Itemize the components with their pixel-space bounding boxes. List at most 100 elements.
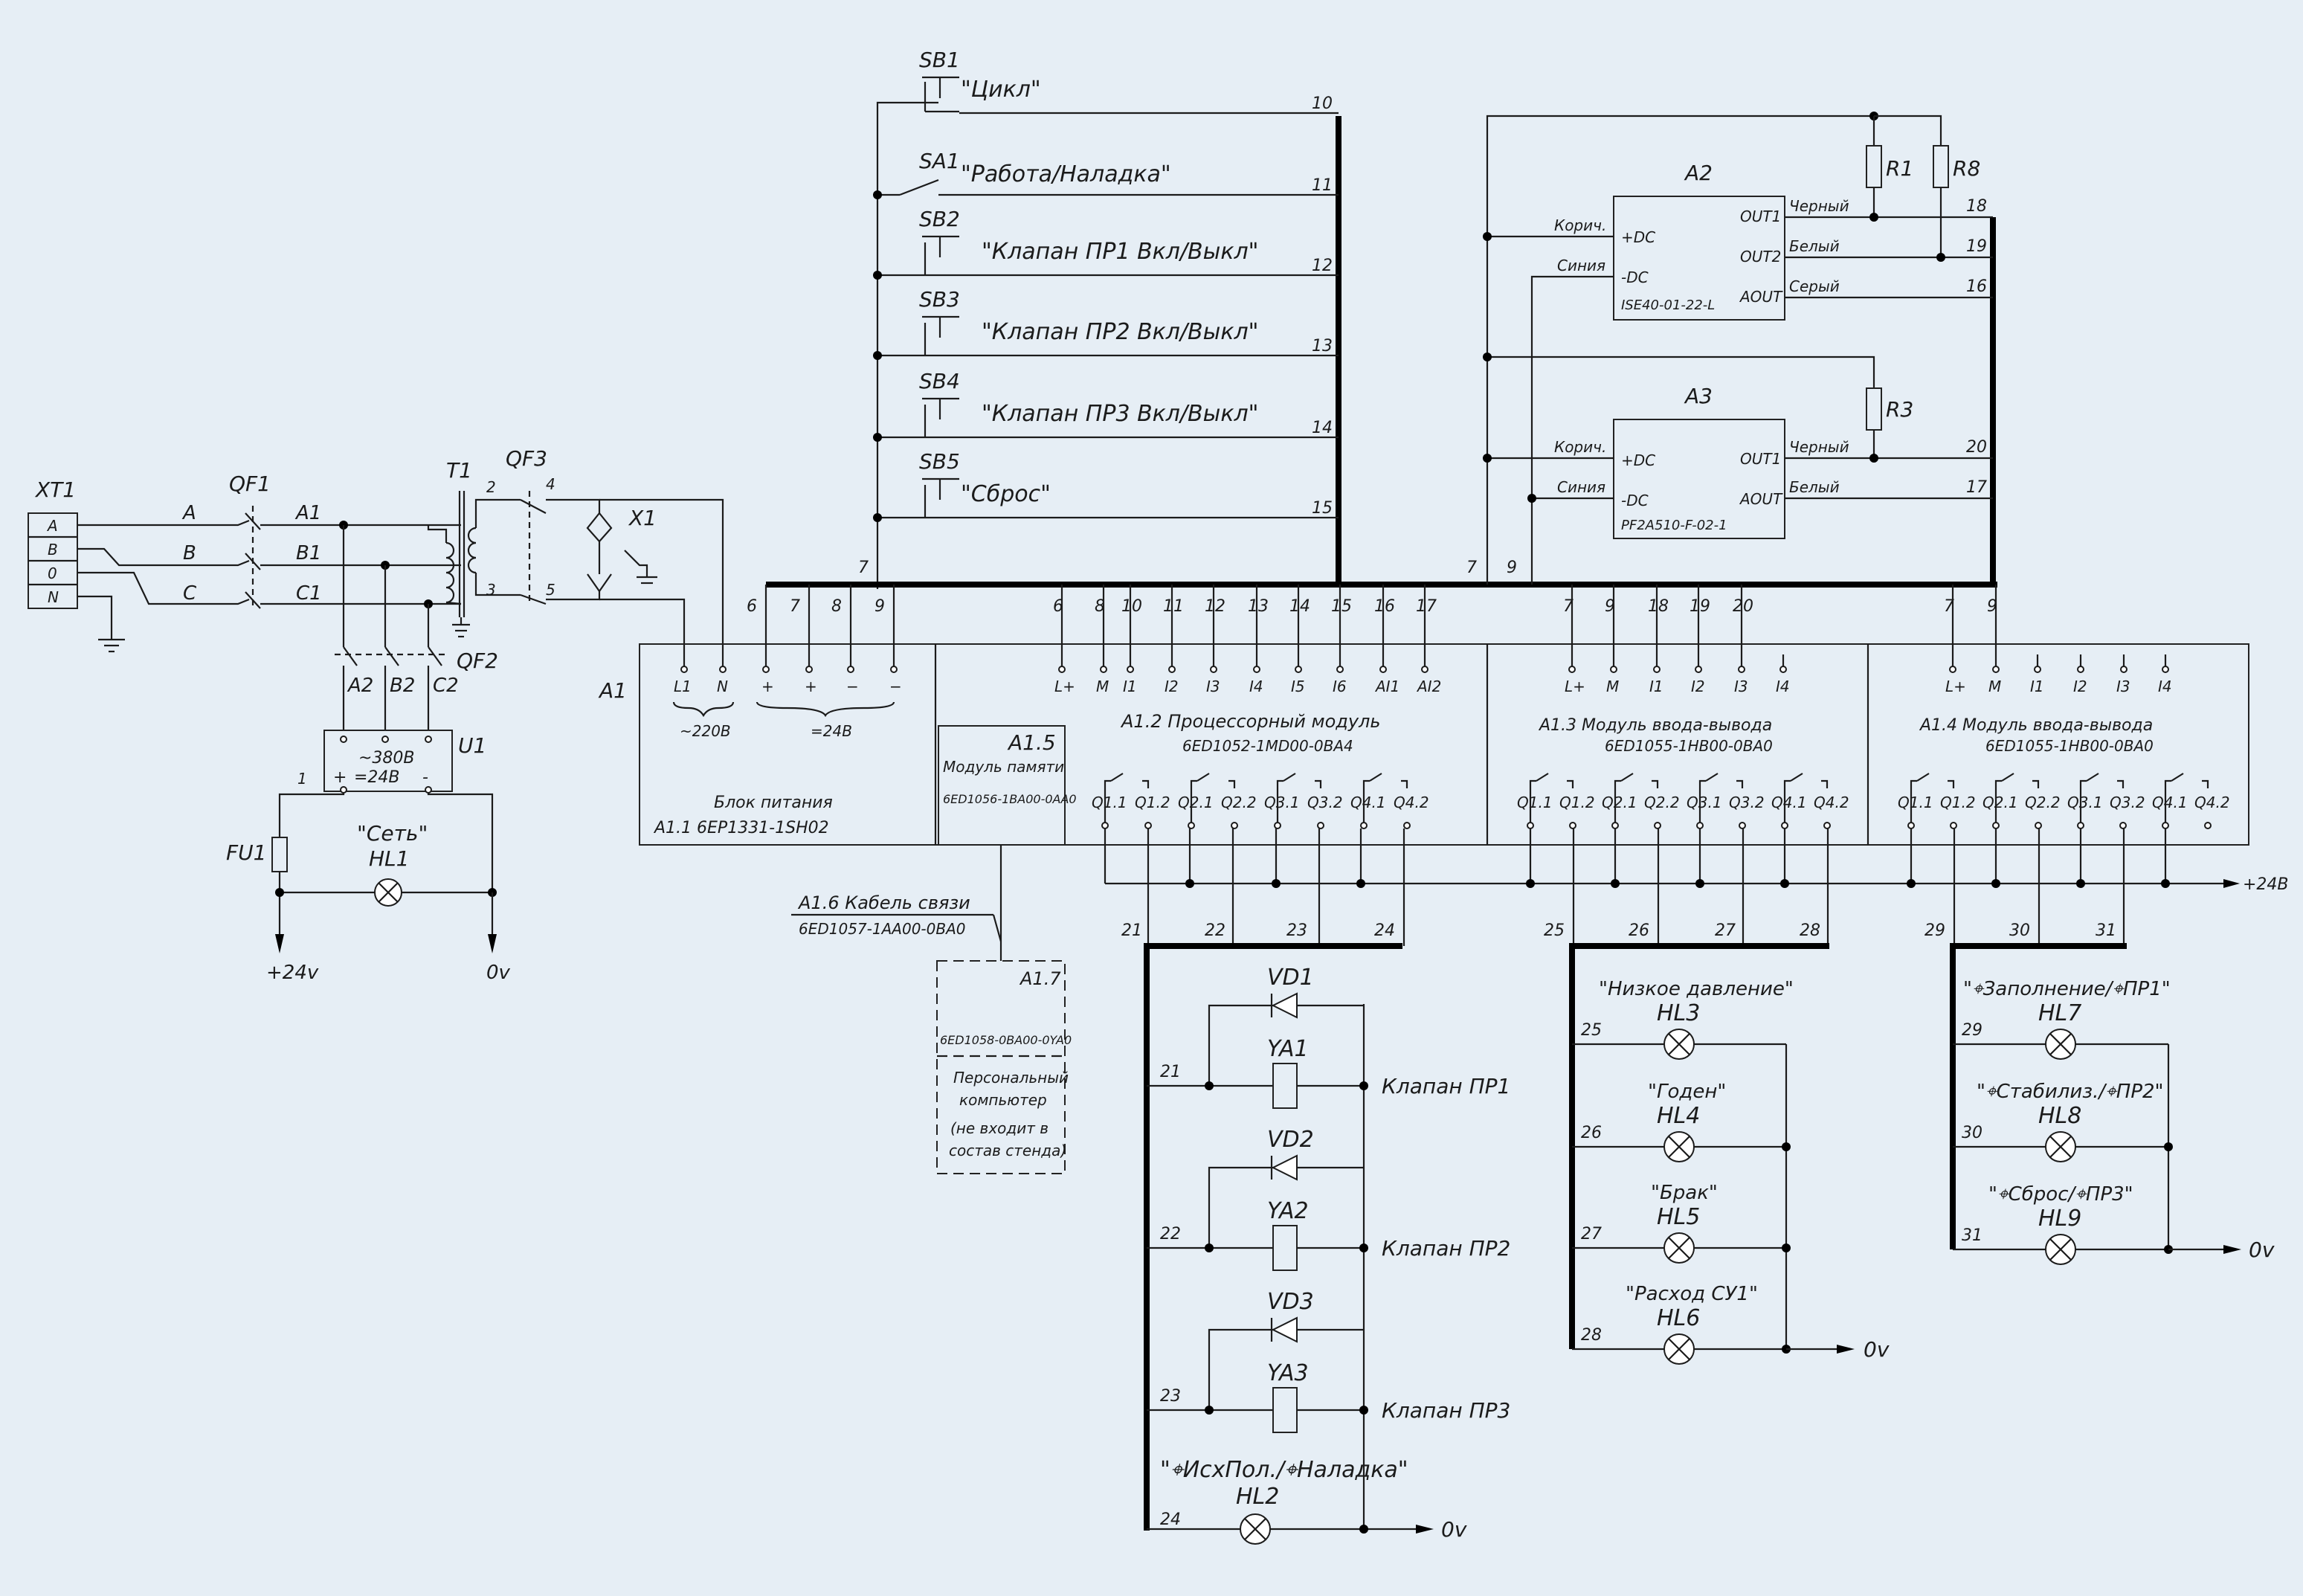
wire-22-top: 22 bbox=[1205, 921, 1225, 940]
wire-12: 12 bbox=[1312, 257, 1333, 275]
valve-name-3: Клапан ПР3 bbox=[1382, 1398, 1510, 1423]
io1-in-pin-4: I3 bbox=[1734, 678, 1748, 695]
io1-in-wire-4: 20 bbox=[1733, 597, 1753, 616]
a3-aout: AOUT bbox=[1739, 490, 1783, 508]
plus-24v-rail: +24В bbox=[1104, 828, 2289, 946]
pc-line1: Персональный bbox=[953, 1069, 1069, 1087]
a1-1-power-module: L1 N ~220В 6 7 8 9 + + − − =24В Блок пит… bbox=[653, 585, 902, 837]
pc-label: A1.7 bbox=[1019, 968, 1061, 989]
r3-resistor bbox=[1866, 387, 1882, 431]
io2-in-pin-3: I2 bbox=[2073, 678, 2087, 695]
sb4-label: SB4 bbox=[919, 369, 960, 393]
io1-out-q-2: Q2.1 bbox=[1602, 794, 1637, 811]
cable-code: 6ED1057-1AA00-0BA0 bbox=[799, 920, 965, 938]
sb3-label: SB3 bbox=[919, 287, 960, 312]
r1-label: R1 bbox=[1886, 156, 1913, 181]
io1-out-q-4: Q3.1 bbox=[1687, 794, 1722, 811]
sb2-label: SB2 bbox=[919, 207, 960, 231]
qf3-pin-2: 2 bbox=[486, 478, 496, 496]
ps-title: Блок питания bbox=[714, 794, 833, 812]
io2-out-q-1: Q1.2 bbox=[1940, 794, 1976, 811]
ps-wire-7: 7 bbox=[790, 597, 800, 616]
plc-frame bbox=[639, 643, 2249, 846]
io1-out-q-5: Q3.2 bbox=[1729, 794, 1765, 811]
a1-label: A1 bbox=[598, 678, 627, 703]
a2-white: Белый bbox=[1789, 237, 1840, 255]
cpu-in-pin-6: I5 bbox=[1291, 678, 1305, 695]
ya1-label: YA1 bbox=[1267, 1036, 1309, 1062]
valve-0v-label: 0v bbox=[1441, 1517, 1467, 1542]
cpu-in-wire-3: 11 bbox=[1163, 597, 1184, 616]
io2-out-q-2: Q2.1 bbox=[1982, 794, 2018, 811]
lamps1-items-hl-0: HL3 bbox=[1657, 1000, 1700, 1026]
cpu-in-pin-9: AI2 bbox=[1416, 678, 1441, 695]
a2-label: A2 bbox=[1684, 161, 1713, 185]
a2-plus-dc: +DC bbox=[1621, 228, 1655, 246]
lamps2-items-caption-2: "⌖Сброс/⌖ПР3" bbox=[1988, 1183, 2133, 1206]
phase-b-label: B bbox=[183, 542, 196, 564]
r8-resistor bbox=[1933, 145, 1949, 188]
a3-black: Черный bbox=[1789, 438, 1849, 456]
sb4-button: SB4 "Клапан ПР3 Вкл/Выкл" 14 bbox=[873, 369, 1339, 442]
lamps2-items-wire-1: 30 bbox=[1962, 1124, 1982, 1142]
wire-7-sensor: 7 bbox=[1466, 559, 1477, 577]
personal-computer bbox=[936, 960, 1066, 1174]
ps-code: A1.1 6EP1331-1SH02 bbox=[653, 819, 829, 837]
ya3-label: YA3 bbox=[1267, 1360, 1309, 1386]
wire-24-hl2: 24 bbox=[1160, 1510, 1181, 1529]
lamps1-items-wire-2: 27 bbox=[1581, 1225, 1602, 1243]
cpu-in-pin-4: I3 bbox=[1206, 678, 1220, 695]
lamps2-items-wire-0: 29 bbox=[1962, 1021, 1982, 1040]
sb5-button: SB5 "Сброс" 15 bbox=[873, 449, 1339, 522]
io1-out-q-0: Q1.1 bbox=[1517, 794, 1553, 811]
plus-24v-right: +24В bbox=[2243, 875, 2289, 894]
r8-label: R8 bbox=[1953, 156, 1980, 181]
a1-5-memory-module: A1.5 Модуль памяти 6ED1056-1BA00-0AA0 bbox=[938, 725, 1077, 846]
a2-gray: Серый bbox=[1789, 277, 1840, 295]
a2-out1: OUT1 bbox=[1740, 207, 1781, 225]
cpu-in-pin-2: I1 bbox=[1123, 678, 1137, 695]
a3-plus-dc: +DC bbox=[1621, 451, 1655, 469]
io1-out-q-7: Q4.2 bbox=[1814, 794, 1849, 811]
valve-wire-3: 23 bbox=[1160, 1387, 1181, 1406]
lamps1-items-wire-3: 28 bbox=[1581, 1326, 1602, 1345]
sa1-caption: "Работа/Наладка" bbox=[961, 161, 1171, 187]
cpu-in-wire-2: 10 bbox=[1121, 597, 1142, 616]
pc-code: 6ED1058-0BA00-0YA0 bbox=[940, 1033, 1072, 1047]
sb3-button: SB3 "Клапан ПР2 Вкл/Выкл" 13 bbox=[873, 287, 1339, 360]
u1-output: =24В bbox=[354, 768, 400, 787]
cpu-code: 6ED1052-1MD00-0BA4 bbox=[1182, 737, 1353, 755]
phase-c-label: C bbox=[183, 582, 197, 605]
mem-code: 6ED1056-1BA00-0AA0 bbox=[943, 792, 1077, 806]
io2-in-pin-1: M bbox=[1988, 678, 2001, 695]
a2-code: ISE40-01-22-L bbox=[1621, 297, 1715, 313]
cpu-in-pin-0: L+ bbox=[1054, 678, 1075, 695]
wire-13: 13 bbox=[1312, 337, 1333, 355]
r1-resistor bbox=[1866, 145, 1882, 188]
lamp-group-1: 25 26 27 28 "Низкое давление"HL325"Годен… bbox=[1544, 921, 1890, 1365]
lamp1-0v-label: 0v bbox=[1864, 1337, 1890, 1362]
cpu-in-wire-7: 15 bbox=[1331, 597, 1352, 616]
lamps2-items-hl-0: HL7 bbox=[2038, 1000, 2081, 1026]
io2-out-q-3: Q2.2 bbox=[2025, 794, 2061, 811]
valve-wire-2: 22 bbox=[1160, 1225, 1181, 1243]
diode-vd1 bbox=[1271, 992, 1298, 1019]
io2-in-pin-5: I4 bbox=[2158, 678, 2172, 695]
cpu-out-q-2: Q2.1 bbox=[1178, 794, 1214, 811]
lamps1-items-hl-2: HL5 bbox=[1657, 1204, 1700, 1230]
cpu-in-pin-1: M bbox=[1096, 678, 1109, 695]
cpu-in-wire-8: 16 bbox=[1374, 597, 1395, 616]
fu1-fuse bbox=[271, 837, 288, 872]
qf3-pin-4: 4 bbox=[546, 475, 555, 493]
io2-out-q-7: Q4.2 bbox=[2194, 794, 2230, 811]
a2-minus-dc: -DC bbox=[1621, 268, 1649, 286]
valve-name-1: Клапан ПР1 bbox=[1382, 1074, 1510, 1098]
io2-title: A1.4 Модуль ввода-вывода bbox=[1919, 716, 2153, 735]
cpu-out-q-0: Q1.1 bbox=[1092, 794, 1127, 811]
io2-out-q-4: Q3.1 bbox=[2067, 794, 2103, 811]
cpu-in-pin-7: I6 bbox=[1333, 678, 1347, 695]
hl2-caption: "⌖ИсхПол./⌖Наладка" bbox=[1160, 1457, 1408, 1483]
sb1-caption: "Цикл" bbox=[961, 77, 1041, 103]
